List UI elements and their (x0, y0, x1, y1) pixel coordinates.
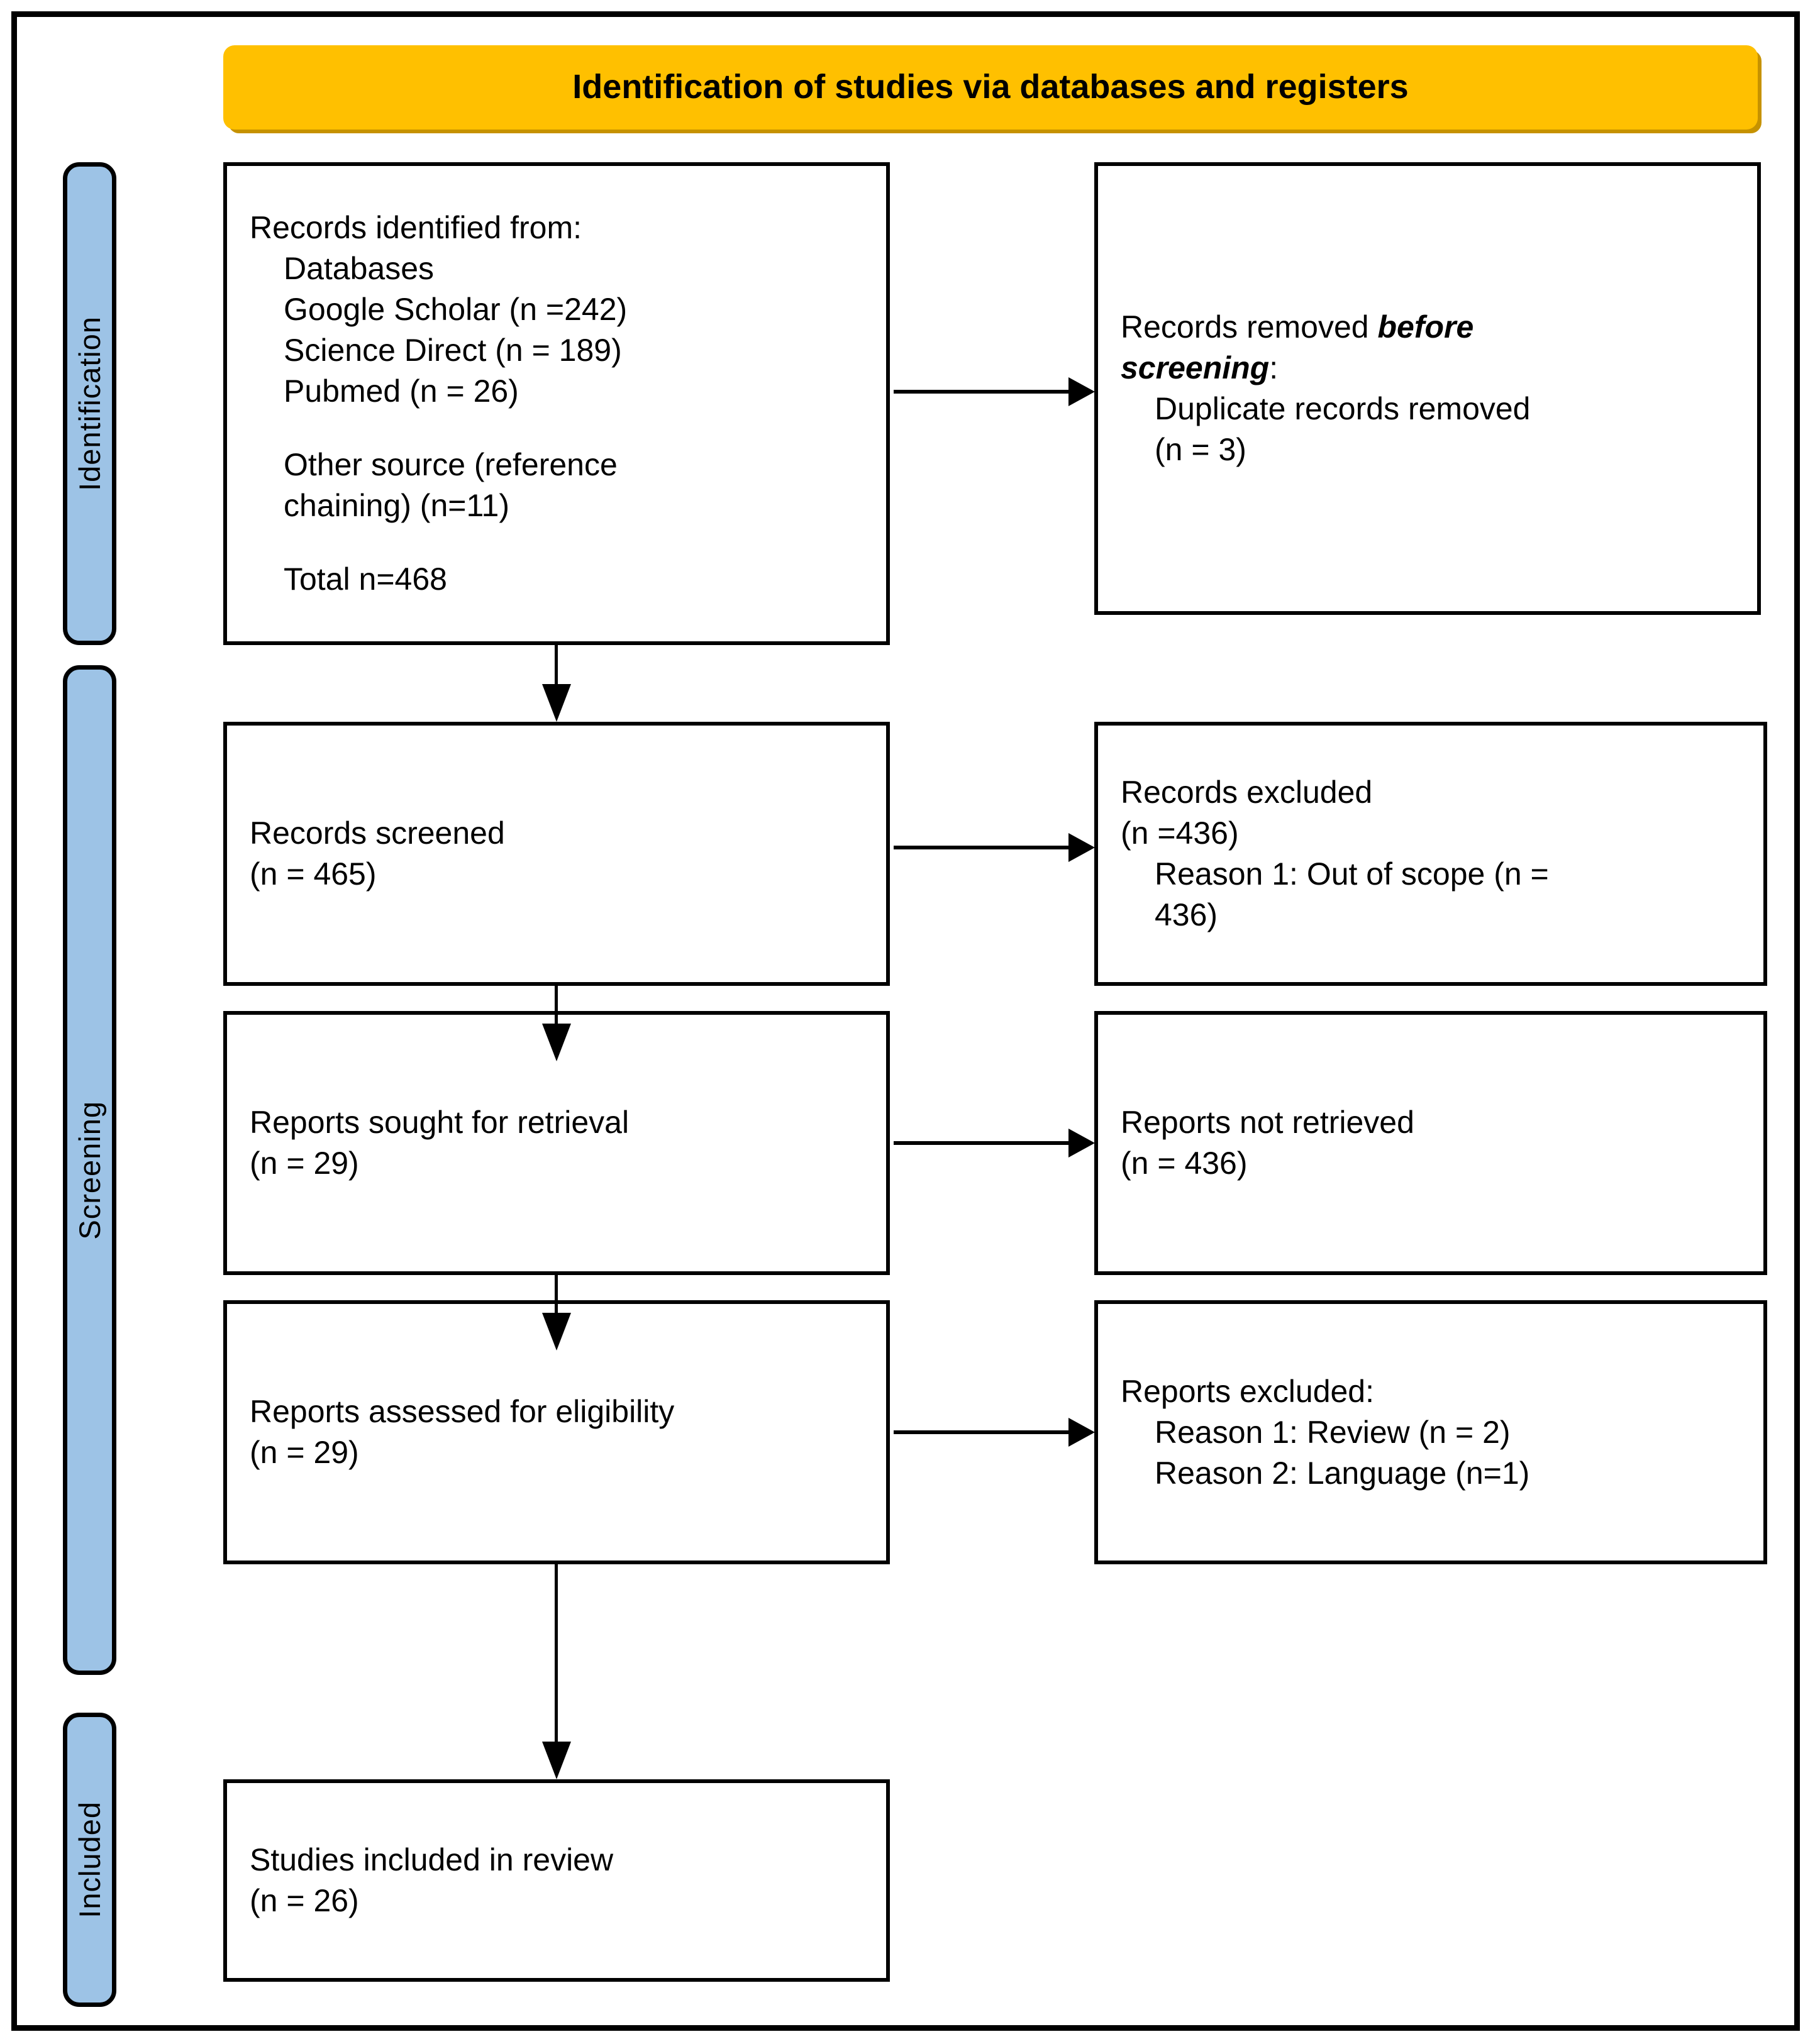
identification-banner: Identification of studies via databases … (223, 45, 1758, 130)
text-line: Studies included in review (250, 1842, 614, 1877)
text-line: Pubmed (n = 26) (284, 373, 519, 409)
arrow-head (1068, 833, 1095, 862)
box-records-screened: Records screened (n = 465) (223, 722, 890, 986)
arrow-identified-to-removed-icon (894, 377, 1096, 406)
arrow-screened-to-sought-icon (542, 986, 571, 1061)
stage-label-screening: Screening (63, 665, 116, 1675)
text-line: Other source (reference (284, 447, 618, 482)
arrow-shaft (894, 390, 1070, 394)
text-line: (n = 29) (250, 1146, 359, 1181)
stage-label-identification-text: Identification (73, 316, 106, 491)
text-line: Records excluded (1121, 775, 1373, 810)
box-reports-excluded: Reports excluded: Reason 1: Review (n = … (1094, 1300, 1767, 1564)
text-line: Reports not retrieved (1121, 1105, 1414, 1140)
text-line: Records identified from: (250, 210, 582, 245)
box-reports-not-retrieved: Reports not retrieved (n = 436) (1094, 1011, 1767, 1275)
arrow-head (542, 1313, 571, 1351)
arrow-head (1068, 377, 1095, 406)
arrow-sought-to-not-retrieved-icon (894, 1129, 1096, 1157)
arrow-assessed-to-excluded-reports-icon (894, 1418, 1096, 1447)
text-line: Reports assessed for eligibility (250, 1394, 675, 1429)
box-records-identified: Records identified from: Databases Googl… (223, 162, 890, 645)
diagram-outer-border (11, 11, 1800, 2031)
text-line: Google Scholar (n =242) (284, 292, 628, 327)
arrow-shaft (894, 846, 1070, 849)
text-spacer (250, 412, 863, 445)
text-line: Databases (284, 251, 435, 286)
banner-title: Identification of studies via databases … (572, 68, 1409, 106)
text-line: Reason 1: Out of scope (n = (1155, 856, 1549, 892)
arrow-head (542, 1024, 571, 1061)
arrow-shaft (555, 1275, 558, 1313)
text-line: (n = 26) (250, 1883, 359, 1918)
text-line: Records screened (250, 815, 505, 851)
arrow-head (542, 684, 571, 722)
arrow-head (1068, 1129, 1095, 1157)
text-line: (n = 3) (1155, 432, 1246, 467)
text-line: Science Direct (n = 189) (284, 333, 622, 368)
text-line: (n = 436) (1121, 1146, 1248, 1181)
text-line: Reports sought for retrieval (250, 1105, 630, 1140)
stage-label-screening-text: Screening (73, 1100, 106, 1240)
box-studies-included: Studies included in review (n = 26) (223, 1779, 890, 1982)
text-line: (n =436) (1121, 815, 1239, 851)
text-line: 436) (1155, 897, 1218, 932)
text-spacer (250, 526, 863, 559)
text-fragment-italic: screening (1121, 350, 1270, 385)
text-line: Total n=468 (284, 561, 447, 597)
text-fragment: : (1269, 350, 1279, 385)
arrow-identified-to-screened-icon (542, 645, 571, 722)
arrow-shaft (894, 1430, 1070, 1434)
text-line: Records removed before (1121, 307, 1734, 348)
text-line: (n = 465) (250, 856, 377, 892)
arrow-assessed-to-included-icon (542, 1564, 571, 1779)
text-line: Reason 1: Review (n = 2) (1155, 1414, 1511, 1450)
text-line: (n = 29) (250, 1435, 359, 1470)
arrow-head (542, 1742, 571, 1779)
arrow-sought-to-assessed-icon (542, 1275, 571, 1351)
text-line: screening: (1121, 348, 1734, 389)
text-line: chaining) (n=11) (284, 488, 510, 523)
stage-label-included: Included (63, 1713, 116, 2007)
text-fragment-italic: before (1377, 309, 1474, 345)
text-line: Reason 2: Language (n=1) (1155, 1455, 1530, 1491)
arrow-screened-to-excluded-icon (894, 833, 1096, 862)
box-records-excluded: Records excluded (n =436) Reason 1: Out … (1094, 722, 1767, 986)
box-reports-assessed: Reports assessed for eligibility (n = 29… (223, 1300, 890, 1564)
stage-label-identification: Identification (63, 162, 116, 645)
text-fragment: Records removed (1121, 309, 1378, 345)
arrow-shaft (555, 986, 558, 1024)
arrow-shaft (894, 1141, 1070, 1145)
text-line: Duplicate records removed (1155, 391, 1531, 426)
arrow-head (1068, 1418, 1095, 1447)
arrow-shaft (555, 645, 558, 684)
stage-label-included-text: Included (73, 1801, 106, 1918)
box-records-removed: Records removed before screening: Duplic… (1094, 162, 1761, 615)
text-line: Reports excluded: (1121, 1373, 1375, 1409)
arrow-shaft (555, 1564, 558, 1742)
